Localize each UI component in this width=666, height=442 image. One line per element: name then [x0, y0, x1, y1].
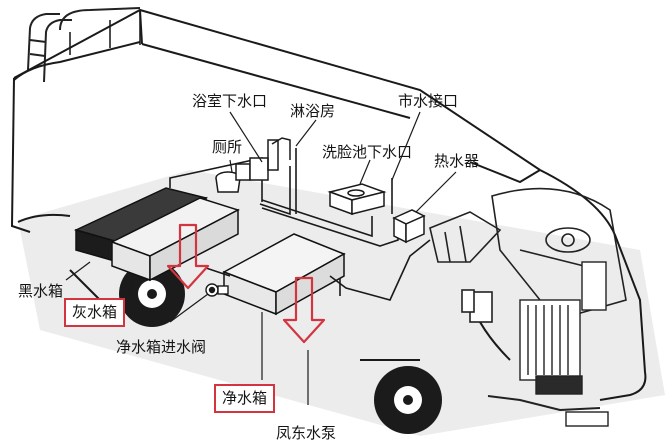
- label-black-water-tank: 黑水箱: [18, 282, 64, 300]
- water-heater: [392, 209, 426, 244]
- grey-tank-flow-arrow: [166, 223, 210, 290]
- label-water-heater: 热水器: [434, 152, 480, 170]
- label-fresh-tank-inlet-valve: 净水箱进水阀: [116, 338, 207, 356]
- toilet-fixture: [215, 163, 251, 193]
- callout-lines: [65, 111, 457, 405]
- engine-block: [519, 261, 607, 395]
- label-fresh-water-tank: 净水箱: [214, 384, 276, 413]
- cab-area: [429, 187, 627, 323]
- label-grey-water-tank: 灰水箱: [64, 298, 126, 327]
- inlet-valve: [205, 283, 229, 297]
- label-basin-drain: 洗脸池下水口: [322, 143, 413, 161]
- front-bumper: [487, 395, 601, 412]
- shower-fixture: [249, 137, 291, 181]
- roof-rail: [59, 7, 141, 31]
- grey-water-tank: [110, 197, 240, 282]
- rear-wheel: [119, 261, 185, 327]
- label-cutoff: 凤东水泵: [276, 424, 337, 442]
- label-bath-drain: 浴室下水口: [192, 92, 268, 110]
- fresh-tank-flow-arrow: [282, 276, 326, 344]
- roof-ladder: [27, 13, 72, 83]
- front-wheel: [374, 366, 442, 434]
- rv-body: [10, 8, 647, 401]
- roof-rail-post: [69, 12, 141, 55]
- label-toilet: 厕所: [212, 138, 243, 156]
- label-city-water-inlet: 市水接口: [398, 92, 459, 110]
- wash-basin: [327, 183, 387, 216]
- number-plate: [565, 411, 609, 427]
- fresh-water-tank: [222, 233, 346, 316]
- label-shower-room: 淋浴房: [290, 102, 336, 120]
